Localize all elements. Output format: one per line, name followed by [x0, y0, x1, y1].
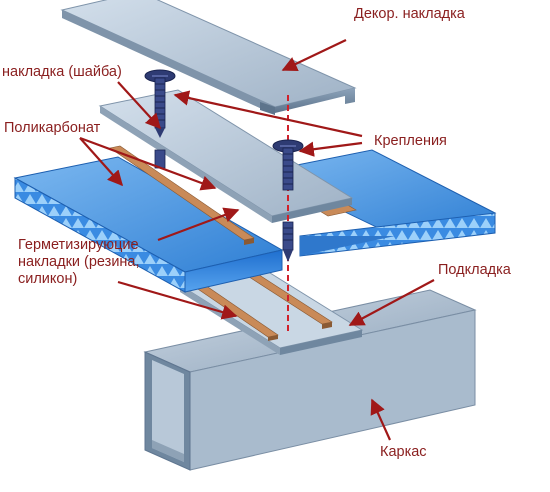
label-frame: Каркас [380, 444, 427, 460]
arrow-decor-cover [281, 39, 347, 71]
arrow-fasteners-2 [298, 141, 363, 157]
arrow-sealing-1 [157, 207, 240, 242]
label-sealing-line2: накладки (резина, [18, 254, 140, 270]
polycarbonate-sheet-left [13, 156, 284, 293]
underlay-plate [178, 267, 364, 355]
screw-left [144, 69, 176, 169]
arrow-polycarbonate-1 [79, 137, 124, 187]
label-washer: накладка (шайба) [2, 64, 122, 80]
polycarbonate-sheet-right [260, 149, 497, 257]
arrow-polycarbonate-2 [79, 136, 217, 191]
decorative-cover [60, 0, 357, 115]
arrow-underlay [348, 279, 435, 326]
label-polycarbonate: Поликарбонат [4, 120, 101, 136]
label-sealing-line1: Герметизируюцие [18, 237, 139, 253]
arrow-sealing-2 [117, 280, 238, 320]
leader-arrows [79, 39, 435, 441]
arrow-washer [117, 81, 162, 130]
arrow-fasteners-1 [173, 90, 363, 138]
arrow-frame [370, 398, 392, 441]
label-decor-cover: Декор. накладка [354, 6, 465, 22]
label-fasteners: Крепления [374, 133, 447, 149]
label-underlay: Подкладка [438, 262, 511, 278]
label-sealing-line3: силикон) [18, 271, 78, 287]
